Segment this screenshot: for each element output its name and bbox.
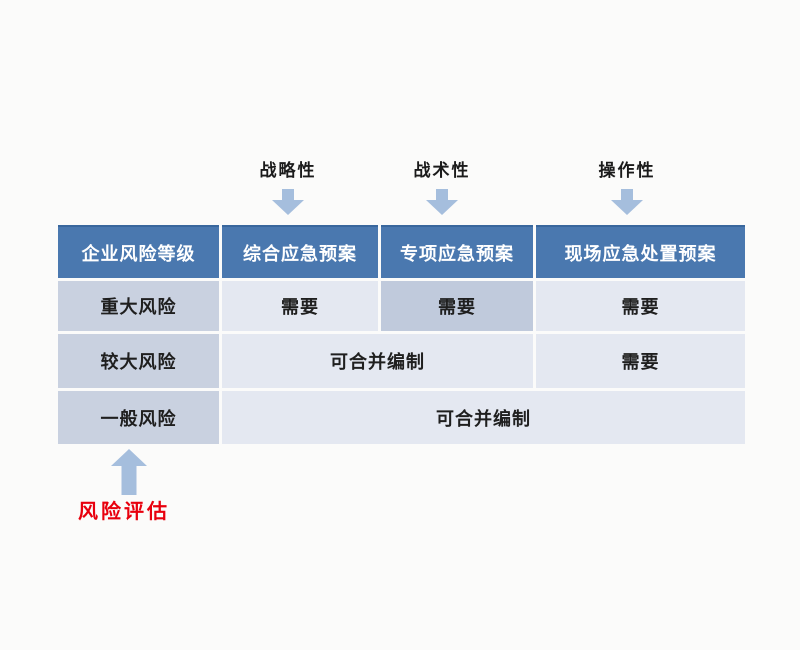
risk-assessment-label: 风险评估 — [78, 499, 170, 523]
down-arrow-icon — [272, 189, 304, 215]
annotation-operational: 操作性 — [572, 160, 682, 215]
header-cell-onsite-plan: 现场应急处置预案 — [536, 225, 745, 278]
strategic-label: 战略性 — [259, 161, 317, 181]
cell-larger-combined: 可合并编制 — [222, 334, 533, 388]
header-cell-risk-level: 企业风险等级 — [58, 225, 219, 278]
up-arrow-icon — [111, 449, 147, 495]
row-label-general-risk: 一般风险 — [58, 391, 219, 444]
tactical-label: 战术性 — [413, 161, 471, 181]
down-arrow-icon — [611, 189, 643, 215]
down-arrow-icon — [426, 189, 458, 215]
header-cell-special-plan: 专项应急预案 — [381, 225, 533, 278]
risk-table: 企业风险等级 综合应急预案 专项应急预案 现场应急处置预案 重大风险 需要 需要… — [58, 225, 745, 444]
cell-major-onsite: 需要 — [536, 281, 745, 331]
row-label-larger-risk: 较大风险 — [58, 334, 219, 388]
annotation-strategic: 战略性 — [233, 160, 343, 215]
cell-general-combined: 可合并编制 — [222, 391, 745, 444]
operational-label: 操作性 — [598, 161, 656, 181]
header-cell-comprehensive-plan: 综合应急预案 — [222, 225, 378, 278]
cell-larger-onsite: 需要 — [536, 334, 745, 388]
row-label-major-risk: 重大风险 — [58, 281, 219, 331]
cell-major-comprehensive: 需要 — [222, 281, 378, 331]
cell-major-special: 需要 — [381, 281, 533, 331]
annotation-tactical: 战术性 — [387, 160, 497, 215]
